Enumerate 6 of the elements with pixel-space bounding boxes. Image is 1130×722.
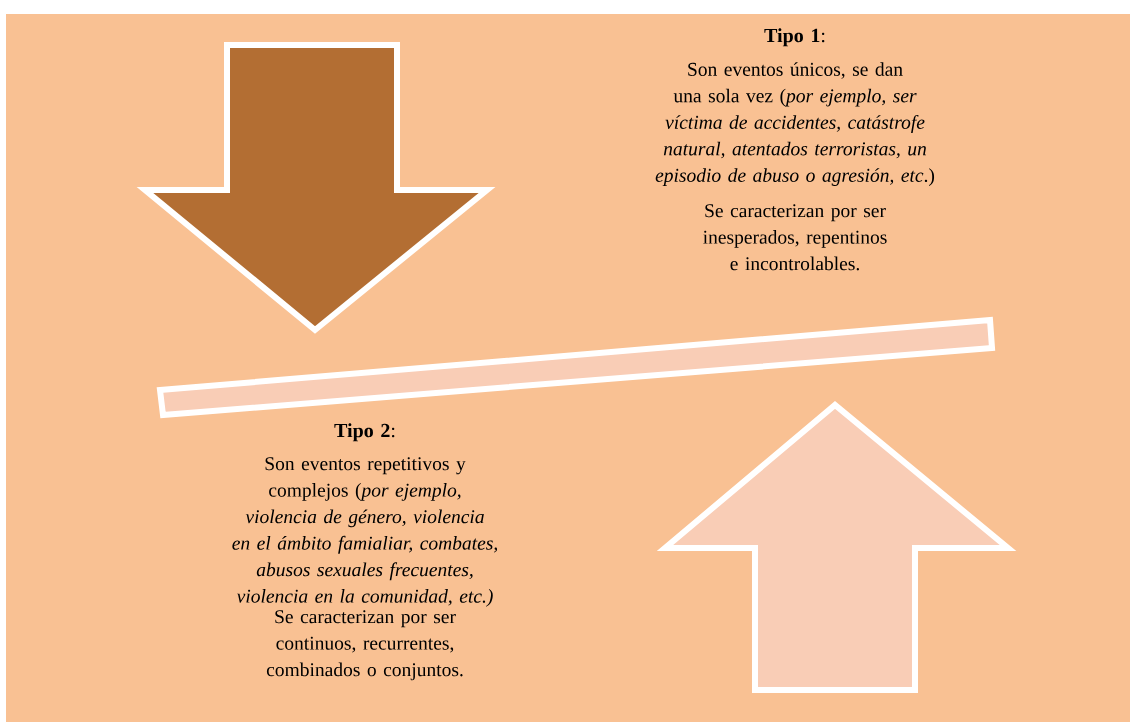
description-text: Se caracterizan por ser inesperados, repentinos e incontrolables. [703,204,887,271]
heading: Tipo 1: [764,28,825,47]
heading: Tipo 2: [334,423,395,442]
description-text: Son eventos repetitivos y complejos (por ejemplo, violencia de género, violencia en el ámbito famialiar, combates, abusos sexuales frecuentes, violencia en la comunidad, etc.) [232,457,497,607]
description-text: Son eventos únicos, se dan una sola vez (por ejemplo, ser víctima de accidentes, catástrofe natural, atentados terroristas, un episodio de abuso o agresión, etc.) [655,62,935,186]
description-text: Se caracterizan por ser continuos, recurrentes, combinados o conjuntos. [266,610,463,681]
